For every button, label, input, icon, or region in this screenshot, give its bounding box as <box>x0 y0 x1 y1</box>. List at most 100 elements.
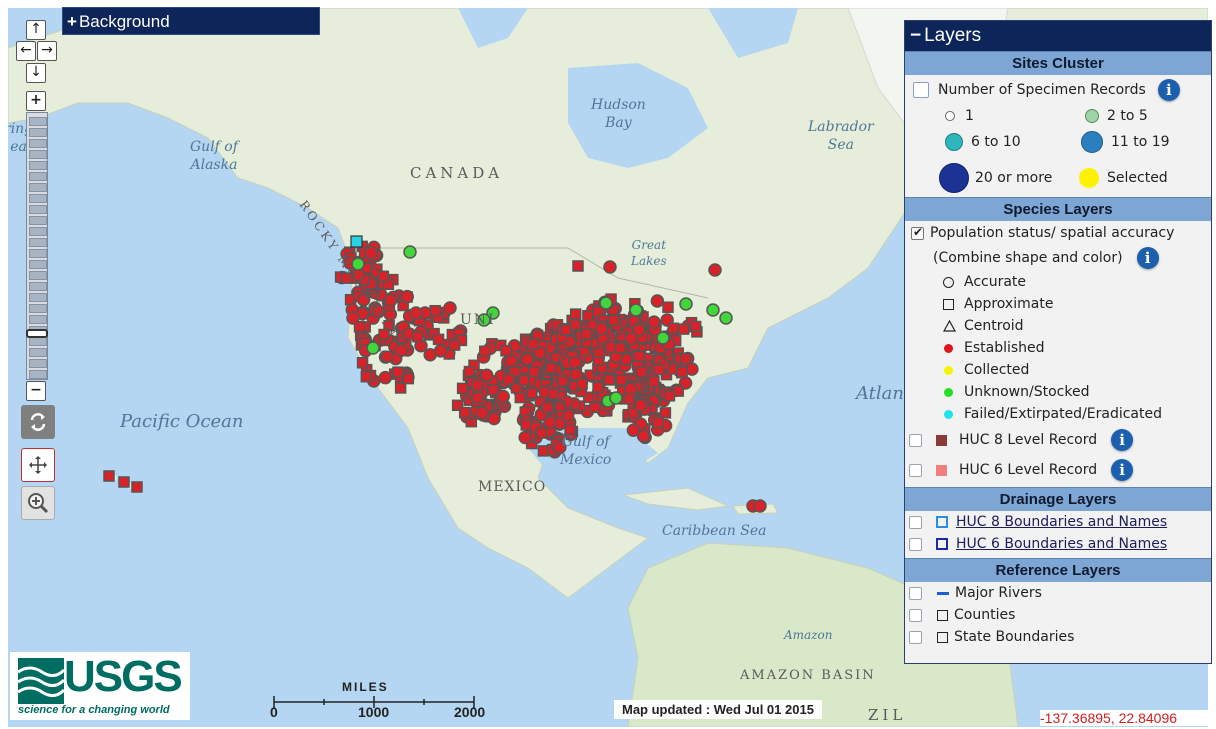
state-boundaries-checkbox[interactable] <box>909 630 922 644</box>
established-marker[interactable] <box>527 337 539 350</box>
established-marker[interactable] <box>633 398 648 413</box>
established-marker[interactable] <box>624 331 639 346</box>
established-marker[interactable] <box>341 272 353 284</box>
established-marker[interactable] <box>496 389 510 404</box>
established-marker[interactable] <box>593 346 605 359</box>
established-marker[interactable] <box>103 470 115 482</box>
established-marker[interactable] <box>569 318 581 331</box>
counties-checkbox[interactable] <box>909 608 922 622</box>
established-marker[interactable] <box>545 362 557 374</box>
established-marker[interactable] <box>378 370 393 385</box>
established-marker[interactable] <box>589 401 601 414</box>
established-marker[interactable] <box>580 327 593 340</box>
huc6-level-checkbox[interactable] <box>909 463 922 477</box>
huc6-boundaries-checkbox[interactable] <box>909 537 922 551</box>
established-marker[interactable] <box>532 346 547 360</box>
unknown-stocked-marker[interactable] <box>656 331 670 345</box>
huc8-level-info-icon[interactable]: i <box>1111 429 1134 451</box>
established-marker[interactable] <box>676 366 688 378</box>
established-marker[interactable] <box>433 344 448 358</box>
established-marker[interactable] <box>456 382 469 395</box>
established-marker[interactable] <box>615 374 627 386</box>
established-marker[interactable] <box>520 419 532 431</box>
unknown-stocked-marker[interactable] <box>706 303 720 317</box>
huc6-level-info-icon[interactable]: i <box>1111 459 1134 481</box>
established-marker[interactable] <box>592 381 604 394</box>
established-marker[interactable] <box>412 330 424 343</box>
established-marker[interactable] <box>400 289 414 304</box>
unknown-stocked-marker[interactable] <box>403 245 417 259</box>
established-marker[interactable] <box>360 370 373 383</box>
established-marker[interactable] <box>653 363 666 376</box>
established-marker[interactable] <box>448 339 461 351</box>
established-marker[interactable] <box>568 355 582 370</box>
established-marker[interactable] <box>582 310 594 322</box>
pan-down-button[interactable]: ↓ <box>26 63 46 83</box>
pan-tool-button[interactable] <box>21 448 55 482</box>
established-marker[interactable] <box>526 387 538 399</box>
established-marker[interactable] <box>636 429 651 443</box>
established-marker[interactable] <box>632 323 646 337</box>
established-marker[interactable] <box>607 314 620 327</box>
established-marker[interactable] <box>432 333 445 346</box>
established-marker[interactable] <box>626 423 641 437</box>
established-marker[interactable] <box>543 415 557 430</box>
unknown-stocked-marker[interactable] <box>477 313 491 327</box>
established-marker[interactable] <box>443 301 457 315</box>
established-marker[interactable] <box>528 365 540 378</box>
established-marker[interactable] <box>479 368 494 382</box>
established-marker[interactable] <box>627 407 639 419</box>
established-marker[interactable] <box>553 440 567 455</box>
established-marker[interactable] <box>604 341 617 353</box>
established-marker[interactable] <box>508 366 521 378</box>
established-marker[interactable] <box>559 324 572 336</box>
huc8-boundaries-checkbox[interactable] <box>909 515 922 529</box>
established-marker[interactable] <box>680 352 692 365</box>
unknown-stocked-marker[interactable] <box>719 311 733 325</box>
established-marker[interactable] <box>537 445 550 457</box>
established-marker[interactable] <box>381 350 394 363</box>
established-marker[interactable] <box>535 427 548 439</box>
established-marker[interactable] <box>377 270 390 283</box>
established-marker[interactable] <box>663 390 676 402</box>
established-marker[interactable] <box>475 406 489 420</box>
huc6-boundaries-link[interactable]: HUC 6 Boundaries and Names <box>956 536 1168 552</box>
pan-right-button[interactable]: → <box>37 41 57 61</box>
established-marker[interactable] <box>487 384 499 396</box>
zoom-slider[interactable] <box>26 112 48 380</box>
major-rivers-checkbox[interactable] <box>909 586 922 600</box>
population-status-info-icon[interactable]: i <box>1136 247 1159 269</box>
unknown-stocked-marker[interactable] <box>366 341 380 355</box>
population-status-checkbox[interactable] <box>911 225 924 240</box>
established-marker[interactable] <box>471 379 484 391</box>
established-marker[interactable] <box>689 320 702 333</box>
established-marker[interactable] <box>402 372 415 385</box>
background-toggle[interactable]: +Background <box>62 7 320 35</box>
established-marker[interactable] <box>131 481 143 493</box>
established-marker[interactable] <box>648 375 660 388</box>
established-marker[interactable] <box>541 401 554 414</box>
established-marker[interactable] <box>647 315 661 329</box>
established-marker[interactable] <box>633 350 645 362</box>
established-marker[interactable] <box>635 366 647 378</box>
occurrence-layer[interactable] <box>8 8 1208 727</box>
established-marker[interactable] <box>409 306 423 320</box>
established-marker[interactable] <box>471 391 483 404</box>
established-marker[interactable] <box>353 321 366 333</box>
established-marker[interactable] <box>576 378 588 390</box>
unknown-stocked-marker[interactable] <box>599 296 613 310</box>
established-marker[interactable] <box>572 260 584 272</box>
established-marker[interactable] <box>556 375 569 387</box>
established-marker[interactable] <box>662 301 674 313</box>
established-marker[interactable] <box>504 354 519 368</box>
established-marker[interactable] <box>502 373 515 386</box>
established-marker[interactable] <box>603 260 617 274</box>
established-marker[interactable] <box>394 343 409 357</box>
established-marker[interactable] <box>667 322 680 335</box>
established-marker[interactable] <box>708 263 722 277</box>
established-marker[interactable] <box>520 352 534 367</box>
established-marker[interactable] <box>371 304 386 319</box>
established-marker[interactable] <box>346 311 360 325</box>
established-marker[interactable] <box>392 366 404 378</box>
established-marker[interactable] <box>118 476 130 488</box>
